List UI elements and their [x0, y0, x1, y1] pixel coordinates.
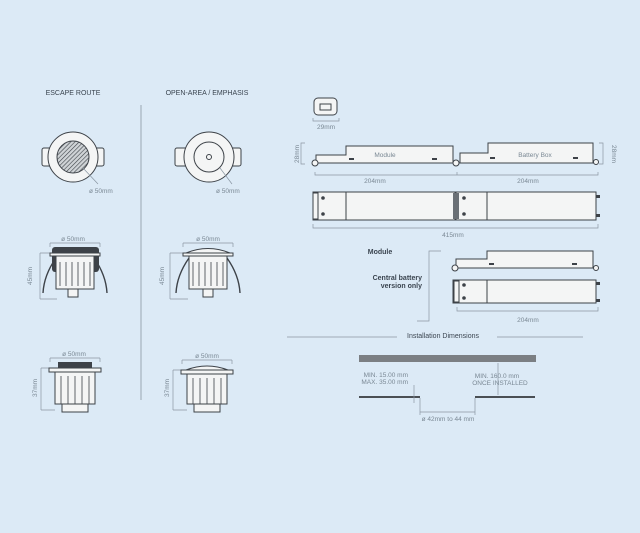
- central-battery-module: [451, 250, 600, 312]
- escape-side-height: 45mm: [27, 267, 34, 285]
- cutout-diameter: ø 42mm to 44 mm: [422, 416, 475, 423]
- module-title: Module: [368, 249, 393, 256]
- height-dim: 28mm: [294, 145, 301, 163]
- end-view: [312, 97, 340, 122]
- side-profile: [300, 142, 604, 176]
- once-installed: ONCE INSTALLED: [472, 380, 528, 387]
- open-area-title: OPEN-AREA / EMPHASIS: [166, 90, 249, 97]
- open-area-side-view: [169, 242, 241, 300]
- escape-bottom-diameter: ø 50mm: [62, 351, 86, 358]
- escape-route-title: ESCAPE ROUTE: [46, 90, 101, 97]
- central-battery-line1: Central battery: [373, 275, 423, 282]
- open-top-diameter: ø 50mm: [216, 188, 240, 195]
- escape-route-top-view: [41, 131, 105, 185]
- open-bottom-diameter: ø 50mm: [195, 353, 219, 360]
- open-side-diameter: ø 50mm: [196, 236, 220, 243]
- max-thickness: MAX. 35.00 mm: [361, 379, 408, 386]
- plan-view: [312, 191, 600, 229]
- installation-title: Installation Dimensions: [407, 333, 479, 340]
- escape-side-diameter: ø 50mm: [61, 236, 85, 243]
- escape-bottom-height: 37mm: [32, 379, 39, 397]
- central-battery-line2: version only: [381, 283, 422, 290]
- battery-box-label: Battery Box: [518, 152, 552, 159]
- central-length: 204mm: [517, 317, 539, 324]
- total-length: 415mm: [442, 232, 464, 239]
- open-bottom-height: 37mm: [164, 379, 171, 397]
- open-side-height: 45mm: [159, 267, 166, 285]
- escape-top-diameter: ø 50mm: [89, 188, 113, 195]
- battery-length: 204mm: [517, 178, 539, 185]
- module-length: 204mm: [364, 178, 386, 185]
- open-area-top-view: [174, 131, 242, 185]
- height-dim-right: 28mm: [610, 145, 617, 163]
- bracket-line: [417, 250, 441, 322]
- open-area-front-view: [172, 359, 234, 413]
- min-thickness: MIN. 15.00 mm: [364, 372, 408, 379]
- end-width: 29mm: [317, 124, 335, 131]
- escape-route-side-view: [39, 242, 108, 300]
- min-clearance: MIN. 160.0 mm: [475, 373, 519, 380]
- installation-diagram: [359, 355, 536, 415]
- escape-route-front-view: [40, 357, 102, 413]
- module-label: Module: [374, 152, 396, 159]
